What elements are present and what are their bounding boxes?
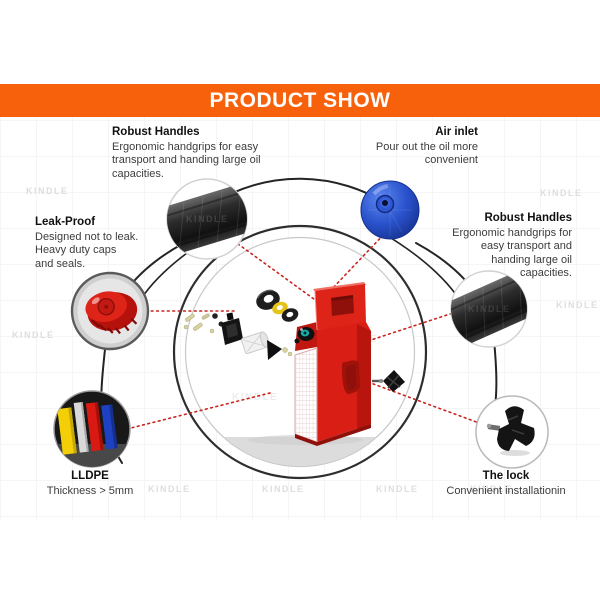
watermark: KINDLE: [148, 484, 191, 494]
watermark: KINDLE: [12, 330, 55, 340]
banner-title: PRODUCT SHOW: [209, 88, 391, 112]
callout-line: Pour out the oil more: [375, 140, 478, 153]
gasket-rings: [256, 289, 299, 322]
watermark: KINDLE: [376, 484, 419, 494]
lldpe-photo-bottom-left: [53, 390, 131, 468]
callout-line: Thickness > 5mm: [46, 484, 134, 497]
callout-bottom-right: The lock Convenient installationin: [426, 470, 586, 498]
callout-line: easy transport and: [480, 240, 572, 252]
callout-line: Heavy duty caps: [35, 244, 117, 256]
spout-cone: [267, 340, 282, 360]
leader-right-handle: [367, 311, 457, 342]
callout-top-right: Air inlet Pour out the oil more convenie…: [318, 126, 478, 168]
callout-title: The lock: [482, 470, 530, 482]
callout-title: Robust Handles: [112, 126, 200, 138]
watermark: KINDLE: [556, 300, 599, 310]
fastener-parts: [183, 313, 224, 334]
can-spout-cap: [294, 327, 315, 344]
wing-knob: [497, 406, 535, 451]
callout-line: transport and handing large oil: [112, 154, 261, 166]
callout-mid-right: Robust Handles Ergonomic handgrips for e…: [422, 212, 572, 281]
callout-line: Designed not to leak.: [35, 230, 139, 243]
nozzle-flange: [221, 312, 243, 345]
exploded-parts: [183, 289, 299, 360]
callout-line: and seals.: [35, 257, 86, 270]
yellow-seal-ring: [272, 301, 288, 315]
callout-line: Ergonomic handgrips for: [452, 226, 572, 239]
callout-title: Air inlet: [435, 126, 478, 138]
watermark: KINDLE: [470, 484, 513, 494]
product-show-banner: PRODUCT SHOW: [0, 84, 600, 117]
watermark: KINDLE: [262, 484, 305, 494]
jerry-can: [294, 282, 371, 446]
callout-line: capacities.: [112, 167, 164, 180]
lock-knob-photo-bottom-right: [475, 395, 549, 469]
can-front-grid-panel: [294, 347, 318, 443]
filter-cylinder: [241, 331, 270, 354]
watermark: KINDLE: [540, 188, 583, 198]
leader-lock: [367, 381, 480, 424]
callout-title: LLDPE: [71, 470, 109, 482]
center-stage: KINDLE KINDLE: [172, 224, 428, 480]
callout-line: handing large oil: [491, 253, 572, 266]
watermark: KINDLE: [468, 304, 511, 314]
air-inlet-photo-top-right: [360, 180, 420, 240]
lock-clip: [372, 370, 405, 392]
callout-line: Ergonomic handgrips for easy: [112, 140, 259, 153]
handle-photo-top-left: KINDLE: [166, 178, 248, 260]
watermark: KINDLE: [26, 186, 69, 196]
callout-mid-left: Leak-Proof Designed not to leak. Heavy d…: [35, 216, 155, 271]
callout-line: capacities.: [520, 267, 572, 279]
leak-proof-cap-photo-left: [70, 271, 150, 351]
floor-shadow: [224, 437, 376, 466]
air-inlet-hole: [382, 200, 388, 206]
watermark: KINDLE: [186, 214, 229, 224]
callout-top-left: Robust Handles Ergonomic handgrips for e…: [112, 126, 288, 181]
callout-line: Convenient installationin: [446, 484, 566, 497]
callout-bottom-left: LLDPE Thickness > 5mm: [18, 470, 162, 498]
callout-line: convenient: [424, 154, 478, 166]
callout-title: Leak-Proof: [35, 216, 96, 228]
callout-title: Robust Handles: [484, 212, 572, 224]
